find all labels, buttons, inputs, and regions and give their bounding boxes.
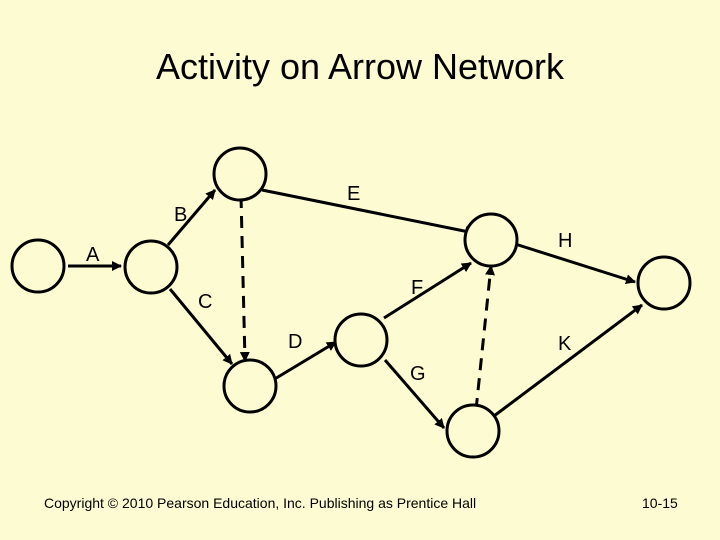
event-node xyxy=(123,239,179,295)
event-node xyxy=(212,146,268,202)
dummy-arrow-1 xyxy=(239,195,250,362)
slide-title: Activity on Arrow Network xyxy=(155,46,565,87)
arrow-e xyxy=(261,188,475,237)
copyright-notice: Copyright © 2010 Pearson Education, Inc.… xyxy=(44,495,477,511)
arrow-d xyxy=(272,340,337,382)
arrow-b xyxy=(166,189,217,246)
label-k: K xyxy=(558,333,572,355)
event-node xyxy=(10,238,66,294)
event-node xyxy=(636,255,692,311)
label-a: A xyxy=(86,244,100,266)
label-g: G xyxy=(410,363,426,385)
arrow-c xyxy=(168,288,234,365)
dummy-arrow-2 xyxy=(474,265,496,411)
label-e: E xyxy=(347,183,360,205)
event-node xyxy=(445,403,501,459)
label-h: H xyxy=(558,230,572,252)
event-node xyxy=(463,212,519,268)
arrow-h xyxy=(511,241,636,285)
slide-number: 10-15 xyxy=(642,495,678,511)
arrow-f xyxy=(383,261,472,320)
arrow-k xyxy=(493,303,643,418)
event-node xyxy=(333,312,389,368)
event-node xyxy=(222,358,278,414)
label-d: D xyxy=(288,331,302,353)
label-b: B xyxy=(174,204,187,226)
arrow-g xyxy=(383,359,446,429)
label-f: F xyxy=(411,277,423,299)
label-c: C xyxy=(198,291,212,313)
